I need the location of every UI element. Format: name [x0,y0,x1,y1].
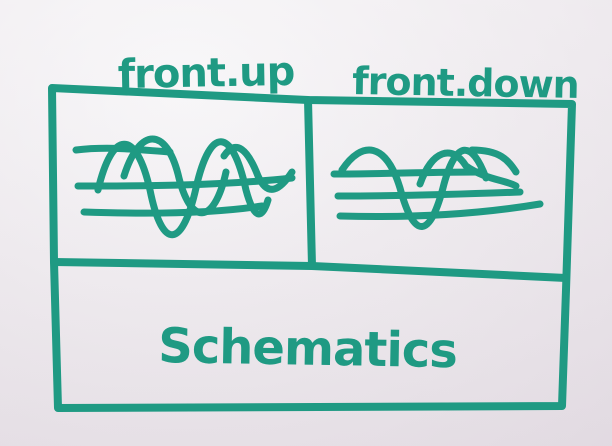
front-down-label: front.down [352,59,579,107]
outer-frame [48,84,576,412]
front-up-label: front.up [117,49,294,98]
front-up-waveform [72,135,296,239]
front-down-waveform [330,146,544,230]
schematics-label: Schematics [158,318,458,379]
panel-divider-horizontal [50,258,570,282]
panel-divider-vertical [304,96,316,270]
